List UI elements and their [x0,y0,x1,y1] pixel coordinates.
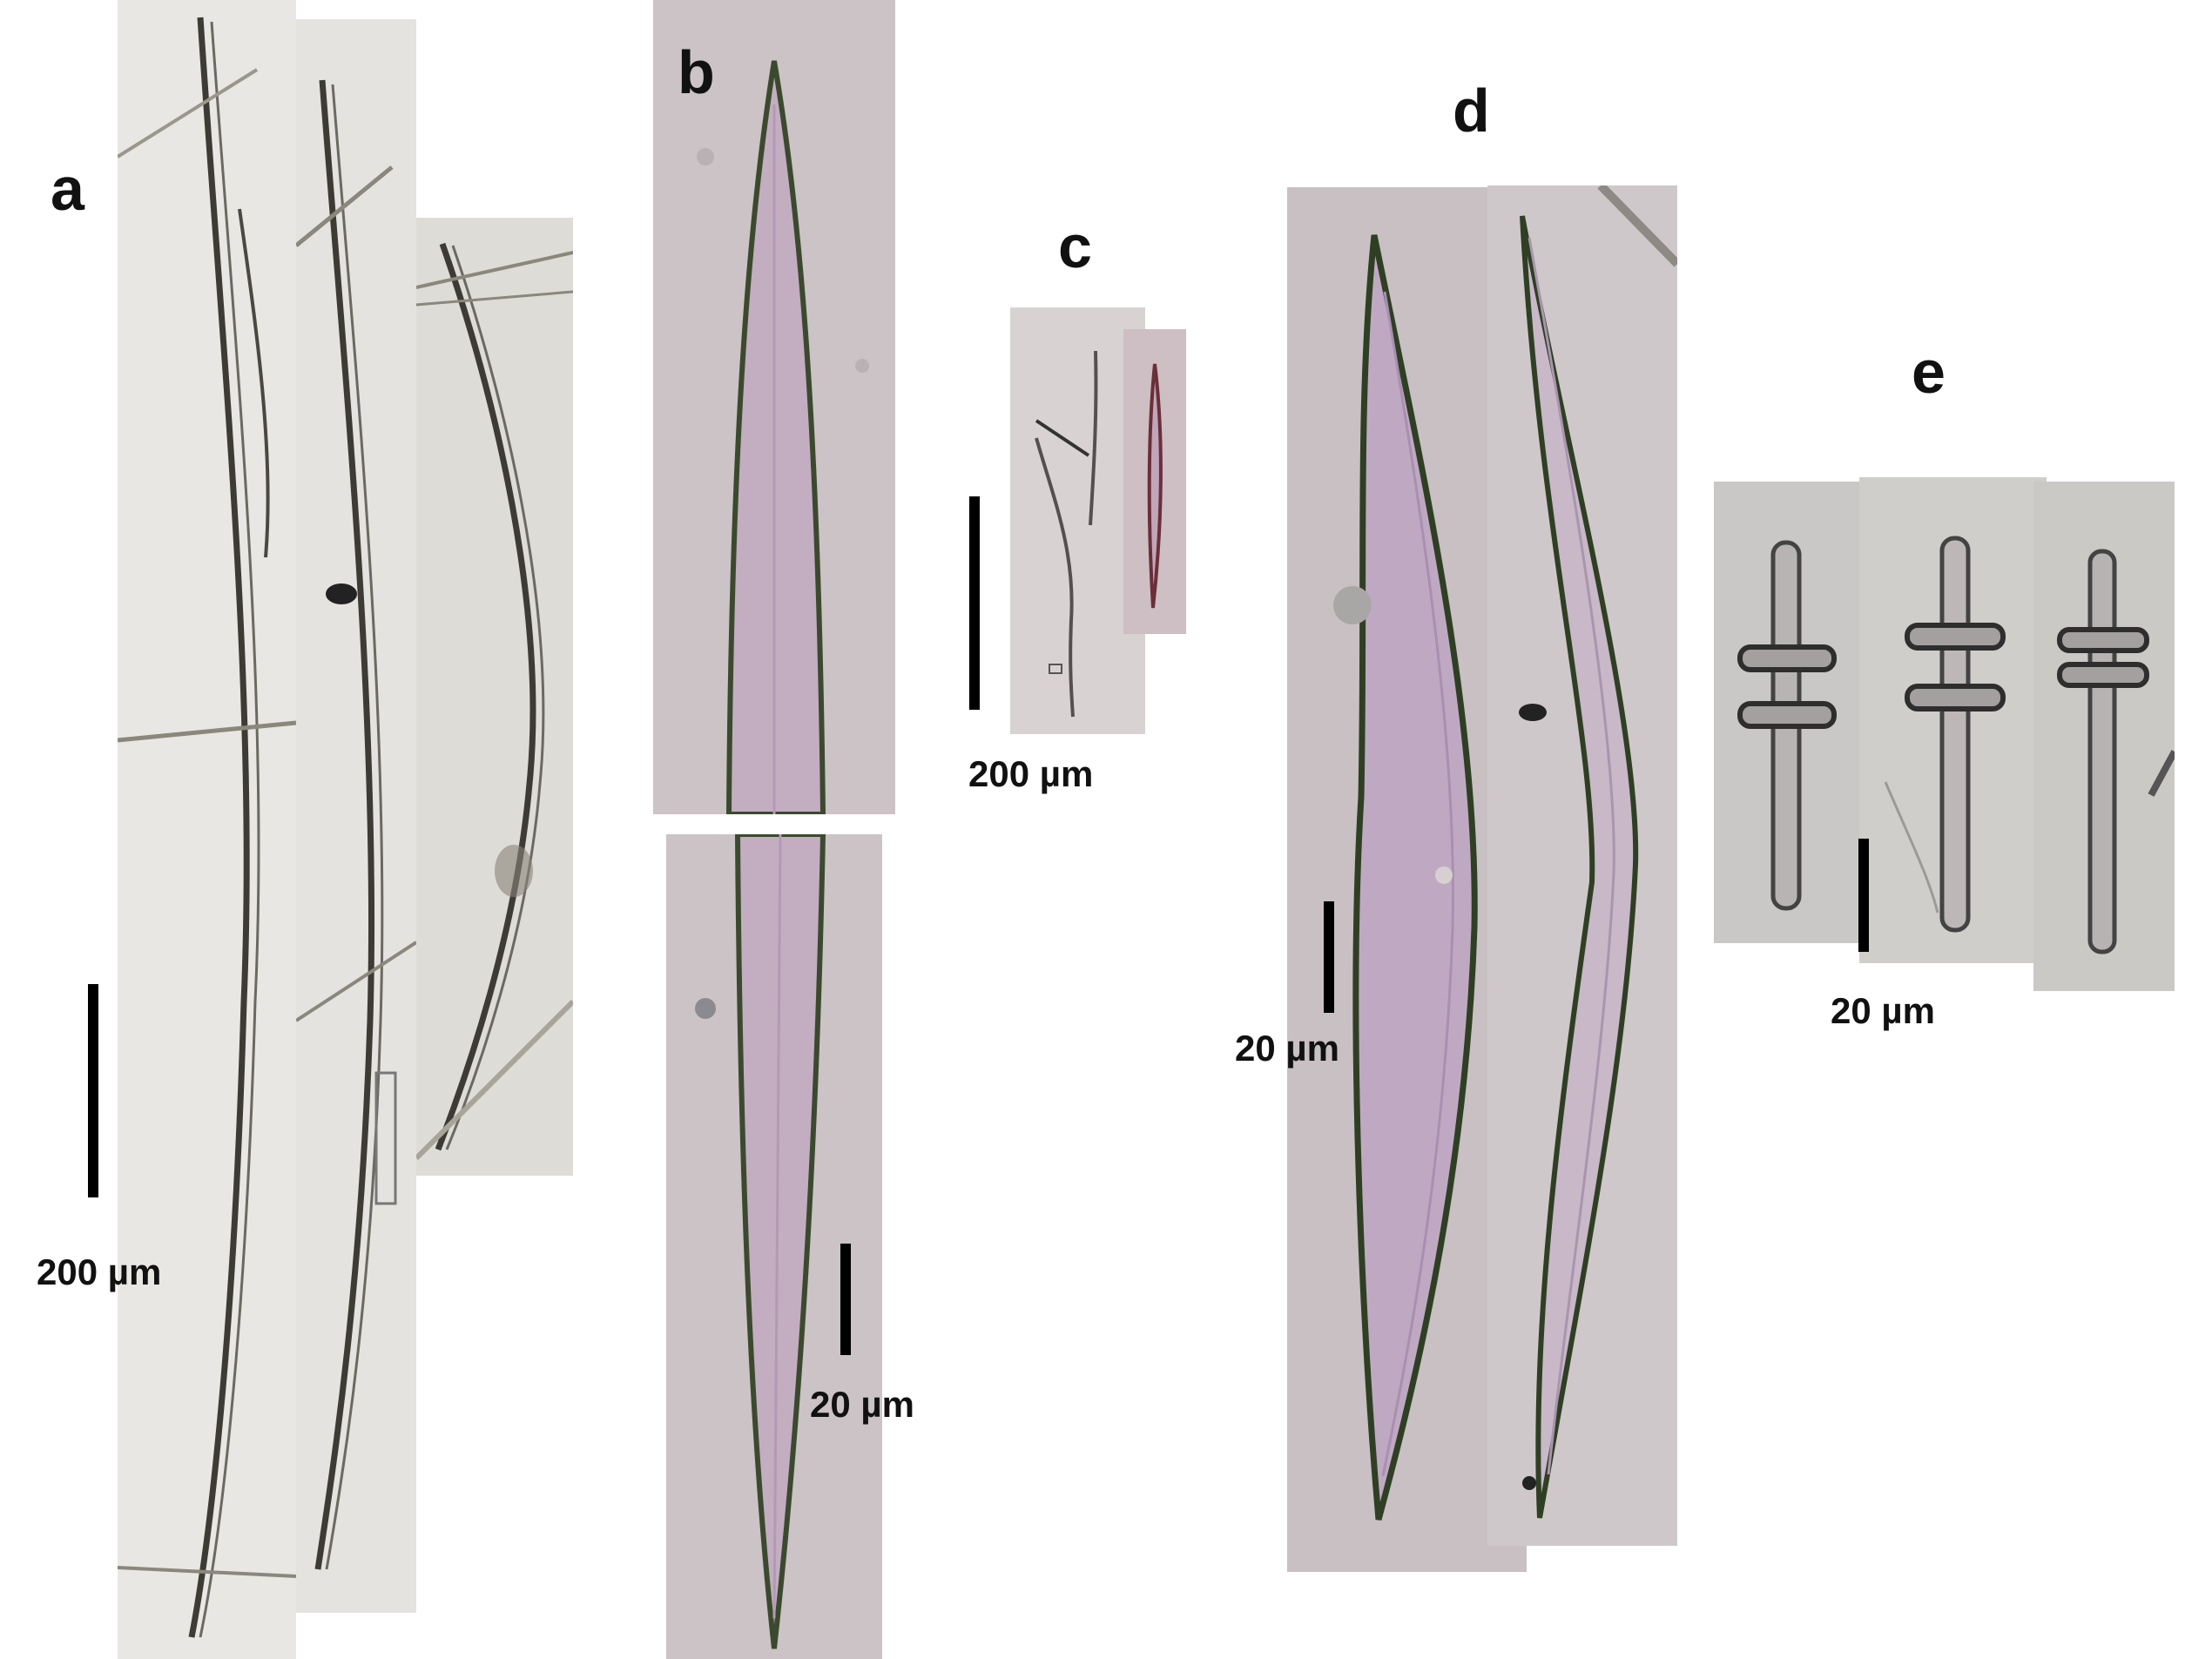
scale-bar-b [840,1244,851,1355]
panel-label-c: c [1058,212,1092,280]
micrograph-d-2 [1487,185,1677,1546]
micrograph-a-1 [118,0,296,1659]
scale-bar-e [1858,839,1869,952]
micrograph-b-top [653,0,895,814]
scale-bar-c [969,496,980,710]
micrograph-e-2 [1859,477,2047,963]
scale-label-c: 200 µm [968,753,1094,794]
scale-bar-a [88,984,98,1197]
scale-label-a: 200 µm [37,1251,162,1292]
panel-label-a: a [51,155,84,223]
panel-label-d: d [1453,77,1490,145]
scale-bar-d [1324,901,1334,1013]
micrograph-d-1 [1287,187,1527,1572]
micrograph-e-1 [1714,482,1860,943]
micrograph-a-2 [296,19,416,1613]
scale-label-e: 20 µm [1831,990,1935,1031]
panel-label-e: e [1912,338,1946,406]
scale-label-d: 20 µm [1235,1028,1339,1069]
panel-label-b: b [678,38,715,106]
micrograph-e-3 [2033,482,2175,991]
micrograph-a-3 [416,218,573,1176]
micrograph-c-1 [1010,307,1145,734]
micrograph-c-2 [1123,329,1186,634]
scale-label-b: 20 µm [810,1384,914,1425]
